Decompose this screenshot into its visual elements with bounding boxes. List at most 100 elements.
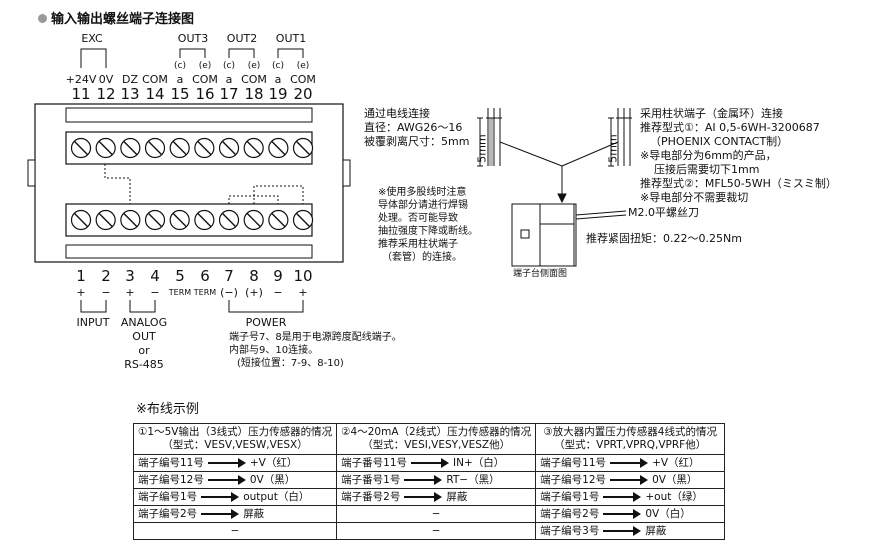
right-tab <box>342 159 351 187</box>
terminal-number-13: 13 <box>120 85 140 103</box>
wiring-example-title: ※布线示例 <box>136 402 199 417</box>
top-label-strip <box>65 107 313 123</box>
stranded-wire-note: ※使用多股线时注意 导体部分请进行焊锡 处理。否可能导致 抽拉强度下降或断线。 … <box>378 187 478 263</box>
terminal-number-11: 11 <box>71 85 91 103</box>
table-cell: − <box>336 505 537 523</box>
group-analog-4: RS-485 <box>124 358 164 371</box>
ce-e-16: (e) <box>198 61 212 71</box>
lower-screw-slot <box>123 212 138 228</box>
table-cell: 端子番号2号屏蔽 <box>336 488 537 506</box>
table-cell: 端子编号2号屏蔽 <box>132 505 338 523</box>
arrow-icon <box>603 492 642 502</box>
sign-6: TERM <box>193 288 217 297</box>
upper-screw-slot <box>246 140 261 156</box>
bracket-analog <box>129 300 156 313</box>
sign-7: (−) <box>220 286 238 299</box>
terminal-number-9: 9 <box>273 267 283 285</box>
bullet-icon <box>38 14 47 23</box>
title-text: 输入输出螺丝端子连接图 <box>51 12 195 27</box>
terminal-number-8: 8 <box>249 267 259 285</box>
top-label-11: +24V <box>65 73 97 86</box>
sign-2: − <box>101 286 111 299</box>
top-label-14: COM <box>142 73 168 86</box>
table-cell: 端子编号1号+out（绿） <box>535 488 726 506</box>
side-view-label: 端子台侧面图 <box>513 269 568 279</box>
lower-screw-slot <box>295 212 311 228</box>
header-case-2: ②4～20mA（2线式）压力传感器的情况（型式：VESI,VESY,VESZ他） <box>336 423 537 455</box>
screwdriver-label: M2.0平螺丝刀 <box>628 206 699 219</box>
terminal-number-16: 16 <box>195 85 215 103</box>
terminal-number-17: 17 <box>219 85 239 103</box>
table-cell: − <box>336 522 537 540</box>
terminal-number-5: 5 <box>175 267 185 285</box>
top-label-16: COM <box>192 73 218 86</box>
table-cell: 端子编号11号+V（红） <box>535 454 726 472</box>
table-header-row: ①1～5V输出（3线式）压力传感器的情况（型式：VESV,VESW,VESX） … <box>132 423 726 455</box>
terminal-number-12: 12 <box>96 85 116 103</box>
terminal-number-2: 2 <box>101 267 111 285</box>
wiring-example-table: ①1～5V输出（3线式）压力传感器的情况（型式：VESV,VESW,VESX） … <box>132 423 726 540</box>
upper-screw-slot <box>197 140 212 156</box>
bracket-out3 <box>179 48 206 58</box>
bracket-power <box>228 300 304 313</box>
sign-5: TERM <box>168 288 192 297</box>
arrow-icon <box>207 475 246 485</box>
terminal-number-10: 10 <box>293 267 313 285</box>
sign-10: + <box>298 286 308 299</box>
upper-screw-slot <box>147 140 163 156</box>
bracket-input <box>80 300 107 313</box>
terminal-number-20: 20 <box>293 85 313 103</box>
top-label-12: 0V <box>98 73 114 86</box>
arrow-icon <box>603 526 642 536</box>
arrow-icon <box>610 475 649 485</box>
lower-screw-slot <box>73 212 89 228</box>
upper-screw-slot <box>98 140 113 156</box>
left-tab <box>27 159 36 187</box>
terminal-number-18: 18 <box>244 85 264 103</box>
group-out1: OUT1 <box>275 32 307 45</box>
ce-c-19: (c) <box>272 61 284 71</box>
header-case-1: ①1～5V输出（3线式）压力传感器的情况（型式：VESV,VESW,VESX） <box>132 423 338 455</box>
terminal-block-body <box>34 103 344 263</box>
dim-left-5mm: 5mm <box>475 134 489 163</box>
arrow-icon <box>603 509 642 519</box>
group-input: INPUT <box>76 316 110 329</box>
lower-screw-slot <box>221 212 237 228</box>
lower-screws <box>70 209 314 231</box>
upper-screw-slot <box>271 140 286 156</box>
lower-screw-slot <box>197 212 212 228</box>
terminal-number-19: 19 <box>268 85 288 103</box>
upper-screws <box>70 137 314 159</box>
group-out2: OUT2 <box>226 32 258 45</box>
arrow-icon <box>411 458 450 468</box>
top-label-15: a <box>176 73 184 86</box>
table-cell: 端子编号11号+V（红） <box>132 454 338 472</box>
group-analog-2: OUT <box>132 330 156 343</box>
arrow-icon <box>207 458 246 468</box>
arrow-icon <box>404 475 443 485</box>
terminal-number-3: 3 <box>125 267 135 285</box>
ferrule-note: 采用柱状端子（金属环）连接 推荐型式①：AI 0,5-6WH-3200687 （… <box>640 107 837 204</box>
power-notes: 端子号7、8是用于电源跨度配线端子。 内部与9、10连接。 (短接位置：7-9、… <box>229 332 402 369</box>
sign-8: (+) <box>245 286 263 299</box>
torque-label: 推荐紧固扭矩：0.22～0.25Nm <box>586 232 742 245</box>
page-title: 输入输出螺丝端子连接图 <box>38 8 194 27</box>
terminal-number-1: 1 <box>76 267 86 285</box>
lower-screw-slot <box>271 212 286 228</box>
terminal-number-4: 4 <box>150 267 160 285</box>
group-exc: EXC <box>81 32 103 45</box>
sign-4: − <box>150 286 160 299</box>
top-label-17: a <box>225 73 233 86</box>
top-label-18: COM <box>241 73 267 86</box>
group-out3: OUT3 <box>177 32 209 45</box>
top-label-20: COM <box>290 73 316 86</box>
bottom-label-strip <box>65 244 313 259</box>
sign-3: + <box>125 286 135 299</box>
